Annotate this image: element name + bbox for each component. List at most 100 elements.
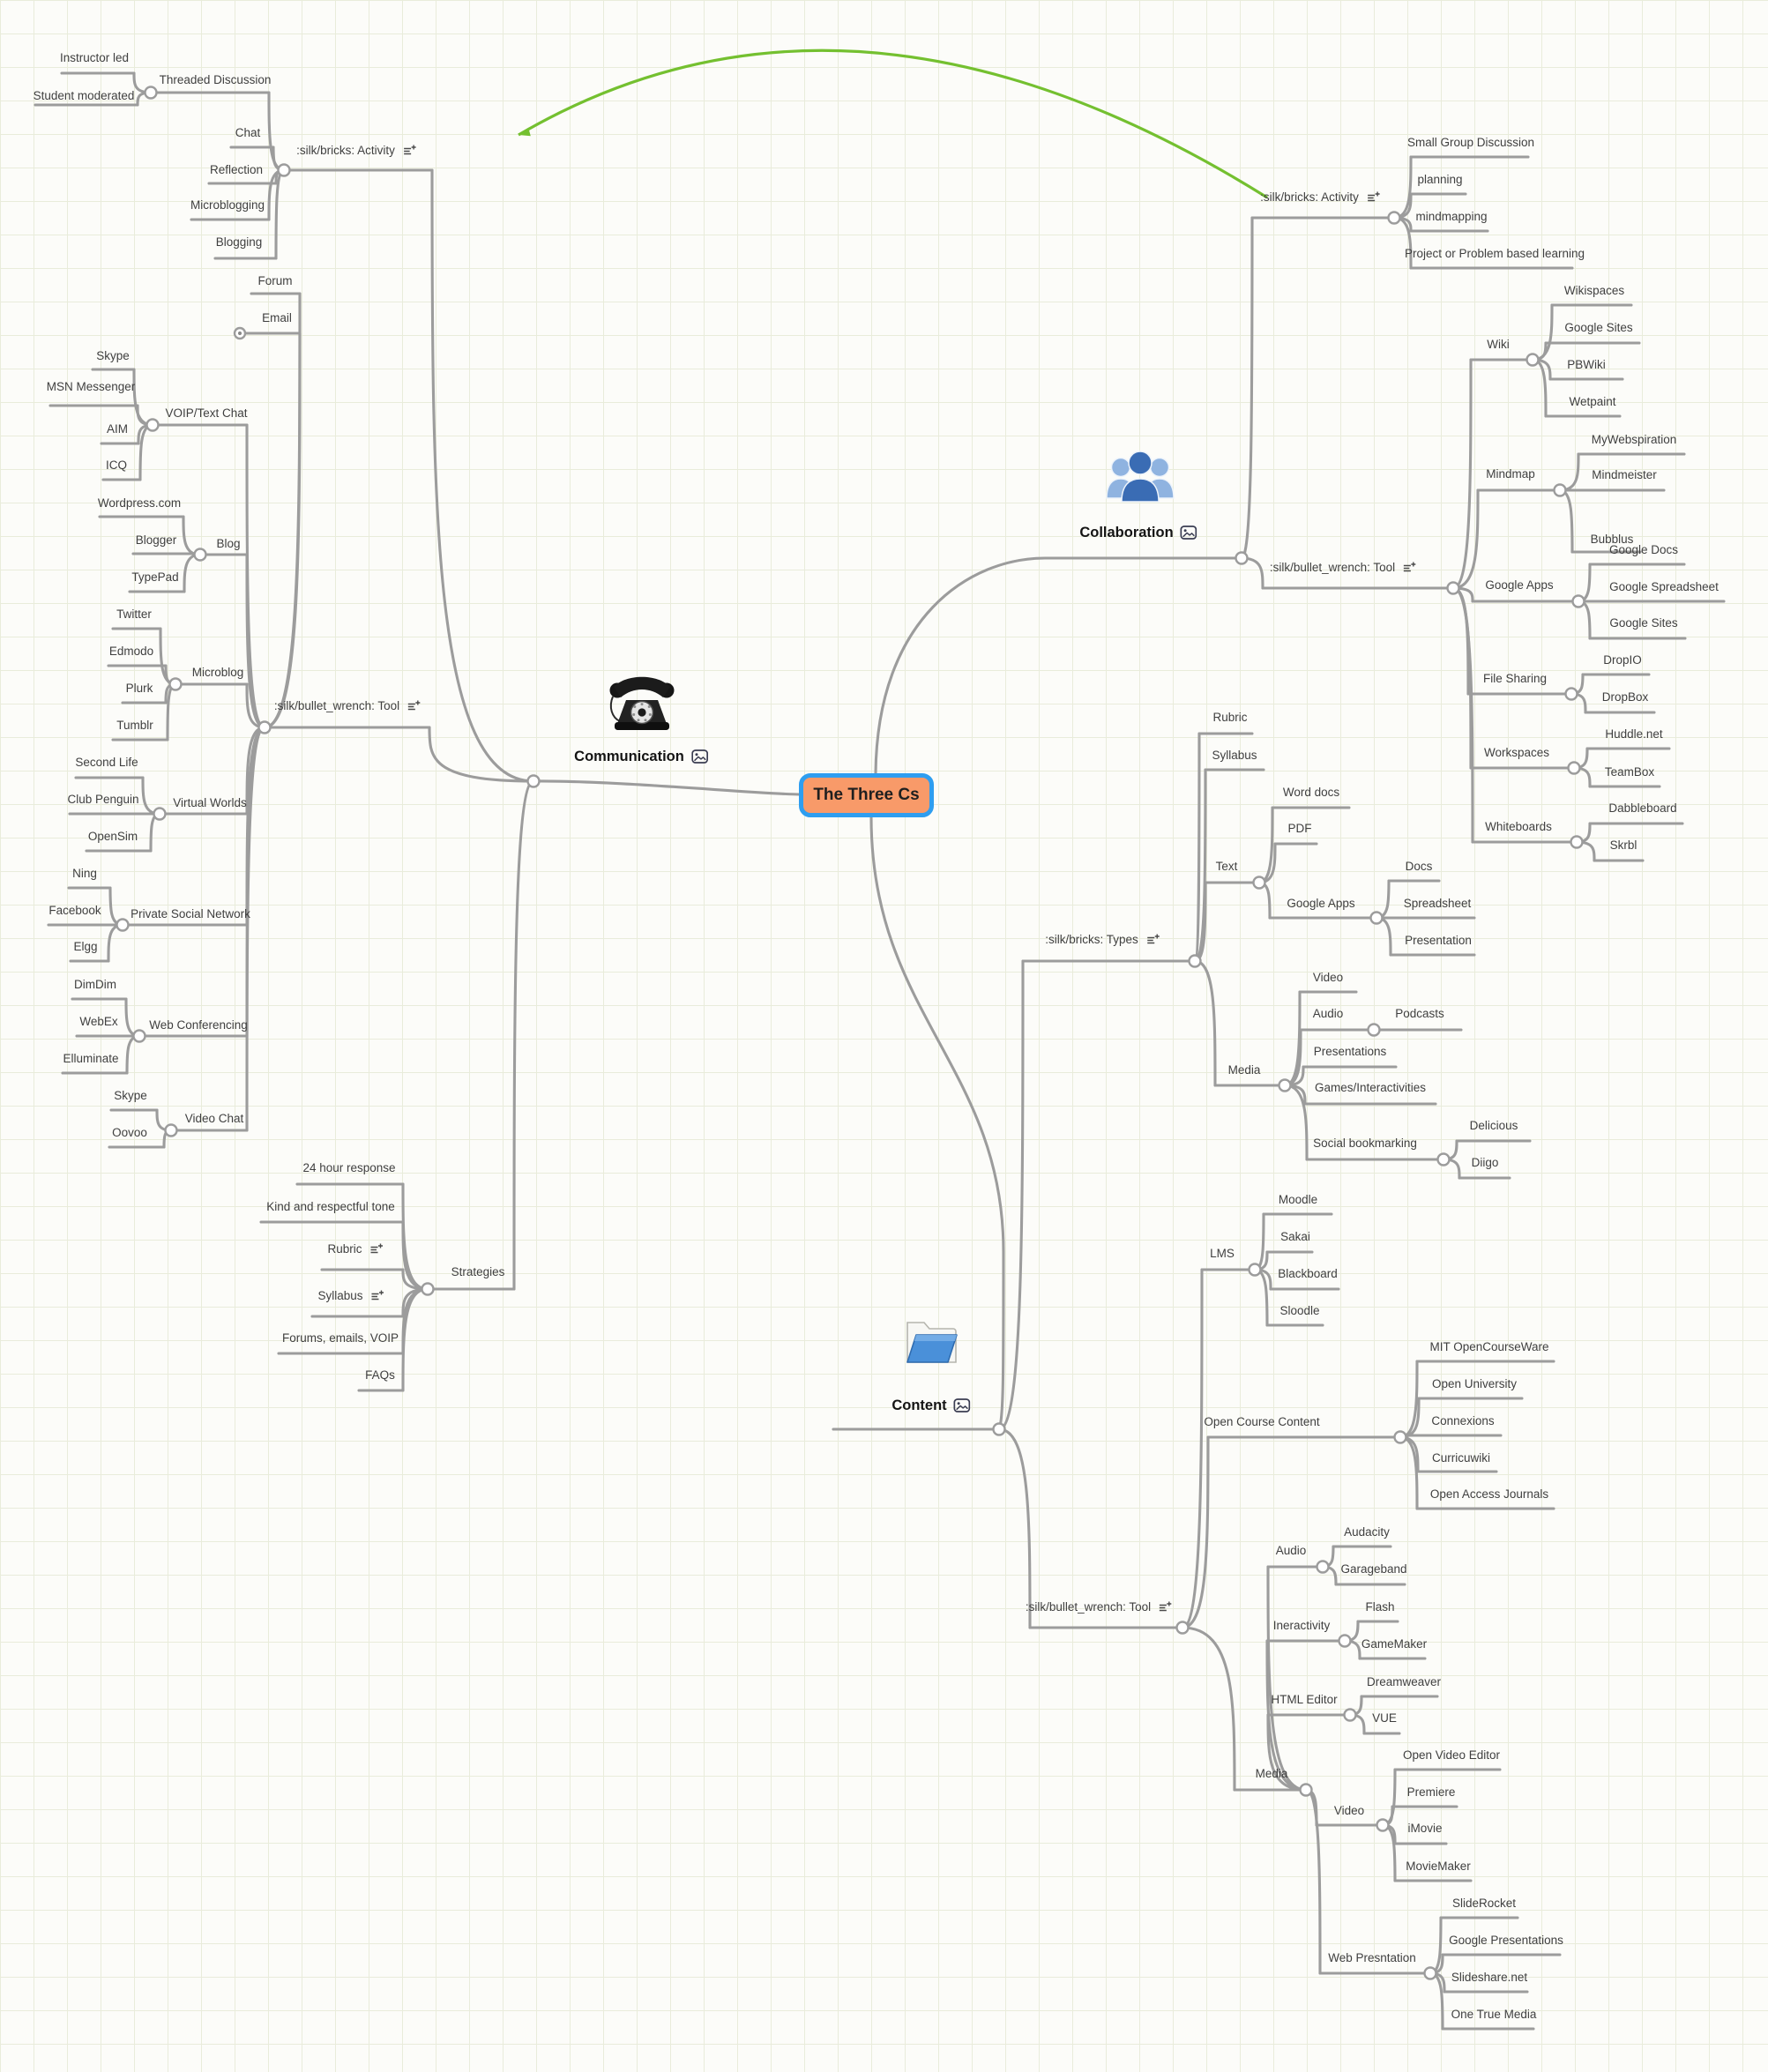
mindmap-node[interactable]: Mindmap [1486, 467, 1535, 481]
spreadsheet-node[interactable]: Spreadsheet [1404, 897, 1472, 911]
otm-node[interactable]: One True Media [1451, 2008, 1537, 2022]
note-icon[interactable] [1145, 934, 1160, 946]
types-node[interactable]: :silk/bricks: Types [1045, 933, 1160, 947]
delicious-node[interactable]: Delicious [1470, 1119, 1518, 1133]
voip-fork-handle[interactable] [145, 418, 160, 432]
aim-node[interactable]: AIM [107, 422, 128, 436]
dreamweaver-node[interactable]: Dreamweaver [1367, 1675, 1441, 1689]
pdf-node[interactable]: PDF [1288, 822, 1312, 836]
gss-node[interactable]: Google Spreadsheet [1609, 580, 1719, 594]
ineractivity-node[interactable]: Ineractivity [1273, 1619, 1331, 1633]
strategies-fork-handle[interactable] [421, 1282, 435, 1296]
studentmod-node[interactable]: Student moderated [34, 89, 135, 103]
curricuwiki-node[interactable]: Curricuwiki [1432, 1451, 1490, 1465]
audio1-node[interactable]: Audio [1313, 1007, 1344, 1021]
tumblr-node[interactable]: Tumblr [116, 719, 153, 733]
syllabus2-node[interactable]: Syllabus [1212, 749, 1257, 763]
webconf-fork-handle[interactable] [132, 1029, 146, 1043]
filesharing-node[interactable]: File Sharing [1483, 672, 1547, 686]
wordpress-node[interactable]: Wordpress.com [98, 496, 181, 511]
microblog-node[interactable]: Microblog [192, 666, 244, 680]
threaded-fork-handle[interactable] [144, 86, 158, 100]
audio1-fork-handle[interactable] [1367, 1023, 1381, 1037]
webex-node[interactable]: WebEx [79, 1015, 117, 1029]
msn-node[interactable]: MSN Messenger [47, 380, 136, 394]
oovoo-node[interactable]: Oovoo [112, 1126, 147, 1140]
webconf-node[interactable]: Web Conferencing [149, 1018, 248, 1032]
ineractivity-fork-handle[interactable] [1338, 1634, 1352, 1648]
diigo-node[interactable]: Diigo [1472, 1156, 1499, 1170]
connexions-node[interactable]: Connexions [1431, 1414, 1494, 1428]
gdocs-node[interactable]: Google Docs [1609, 543, 1678, 557]
moviemaker-node[interactable]: MovieMaker [1406, 1860, 1471, 1874]
teambox-node[interactable]: TeamBox [1605, 765, 1654, 779]
image-attachment-icon[interactable] [953, 1398, 971, 1412]
mywebspiration-node[interactable]: MyWebspiration [1592, 433, 1677, 447]
lms-node[interactable]: LMS [1210, 1247, 1235, 1261]
vue-node[interactable]: VUE [1372, 1711, 1397, 1725]
act-l-fork-handle[interactable] [277, 163, 291, 177]
docs-node[interactable]: Docs [1406, 860, 1433, 874]
bubblus-node[interactable]: Bubblus [1591, 533, 1634, 547]
sliderocket-node[interactable]: SlideRocket [1452, 1897, 1516, 1911]
collaboration-node[interactable]: Collaboration [1079, 525, 1197, 540]
content-fork-handle[interactable] [992, 1422, 1006, 1436]
communication-node[interactable]: Communication [574, 749, 708, 764]
microblog-fork-handle[interactable] [168, 677, 183, 691]
icq-node[interactable]: ICQ [106, 458, 127, 473]
tool-c-fork-handle[interactable] [1175, 1621, 1190, 1635]
kind-node[interactable]: Kind and respectful tone [266, 1200, 395, 1214]
ning-node[interactable]: Ning [72, 867, 97, 881]
communication-fork-handle[interactable] [526, 774, 541, 788]
facebook-node[interactable]: Facebook [48, 904, 101, 918]
video2-fork-handle[interactable] [1376, 1818, 1390, 1832]
media2-node[interactable]: Media [1256, 1767, 1288, 1781]
skype2-node[interactable]: Skype [114, 1089, 147, 1103]
typepad-node[interactable]: TypePad [131, 570, 178, 585]
syllabus1-node[interactable]: Syllabus [317, 1289, 384, 1303]
gsites2-node[interactable]: Google Sites [1609, 616, 1677, 630]
lms-fork-handle[interactable] [1248, 1263, 1262, 1277]
root-node[interactable]: The Three Cs [799, 773, 934, 817]
mindmap-fork-handle[interactable] [1553, 483, 1567, 497]
blogging-node[interactable]: Blogging [216, 235, 263, 250]
pbwiki-node[interactable]: PBWiki [1567, 358, 1606, 372]
act-l-node[interactable]: :silk/bricks: Activity [296, 144, 416, 158]
pbl-node[interactable]: Project or Problem based learning [1405, 247, 1585, 261]
podcasts-node[interactable]: Podcasts [1395, 1007, 1444, 1021]
media2-fork-handle[interactable] [1299, 1783, 1313, 1797]
gsites1-node[interactable]: Google Sites [1564, 321, 1632, 335]
act-r-fork-handle[interactable] [1387, 211, 1401, 225]
ove-node[interactable]: Open Video Editor [1403, 1748, 1500, 1763]
games-node[interactable]: Games/Interactivities [1315, 1081, 1426, 1095]
email-node[interactable]: Email [262, 311, 292, 325]
rubric2-node[interactable]: Rubric [1212, 711, 1247, 725]
dimdim-node[interactable]: DimDim [74, 978, 116, 992]
content-node[interactable]: Content [891, 1397, 971, 1413]
htmleditor-node[interactable]: HTML Editor [1271, 1693, 1337, 1707]
note-icon[interactable] [402, 145, 416, 157]
media1-node[interactable]: Media [1228, 1063, 1261, 1077]
secondlife-node[interactable]: Second Life [75, 756, 138, 770]
reflection-node[interactable]: Reflection [210, 163, 263, 177]
vworlds-fork-handle[interactable] [153, 807, 167, 821]
workspaces-node[interactable]: Workspaces [1484, 746, 1549, 760]
occ-node[interactable]: Open Course Content [1204, 1415, 1319, 1429]
wikispaces-node[interactable]: Wikispaces [1564, 284, 1624, 298]
socialbm-node[interactable]: Social bookmarking [1313, 1137, 1417, 1151]
instructor-node[interactable]: Instructor led [60, 51, 129, 65]
vworlds-node[interactable]: Virtual Worlds [173, 796, 247, 810]
blogn-node[interactable]: Blog [216, 537, 240, 551]
elluminate-node[interactable]: Elluminate [63, 1052, 118, 1066]
sloodle-node[interactable]: Sloodle [1279, 1304, 1319, 1318]
note-icon[interactable] [1366, 191, 1380, 204]
opensim-node[interactable]: OpenSim [88, 830, 138, 844]
collaboration-fork-handle[interactable] [1235, 551, 1249, 565]
presentation-node[interactable]: Presentation [1405, 934, 1472, 948]
dropbox-node[interactable]: DropBox [1602, 690, 1649, 704]
openuni-node[interactable]: Open University [1432, 1377, 1517, 1391]
webpres-fork-handle[interactable] [1423, 1966, 1437, 1980]
note-icon[interactable] [1158, 1601, 1172, 1614]
planning-node[interactable]: planning [1417, 173, 1462, 187]
